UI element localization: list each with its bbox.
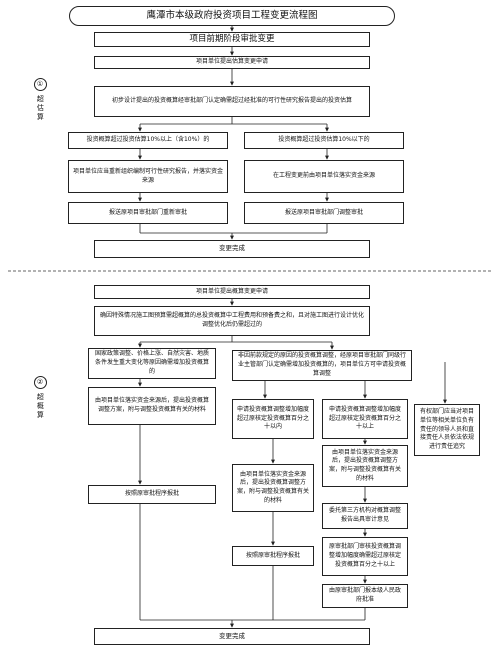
stage1-badge: ① 超估算 [30,78,50,125]
stage2-condition: 确因特殊情况施工图预算需超概算的总投资概算中工程费用和预备费之和，且对施工图进行… [94,306,370,336]
stage1-done: 变更完成 [94,240,370,258]
stage1-left-branch: 投资概算超过投资估算10%以上（含10%）的 [68,132,228,149]
stage1-right-action: 在工程变更前由项目单位落实资金来源 [244,160,404,193]
stage2-mid-b-condition: 申请投资概算调整增加幅度超过原核定投资概算百分之十以上 [322,399,408,439]
stage2-middle-reason: 非因前款规定的原因的投资概算调整，经原项目审批部门同级行业主管部门认定确需增加投… [232,350,412,381]
flowchart-title: 鹰潭市本级政府投资项目工程变更流程图 [69,6,395,26]
stage2-mid-b-step4: 由原审批部门报本级人民政府批准 [322,584,408,608]
stage2-badge: ② 超概算 [30,376,50,423]
stage1-left-submit: 报送原项目审批部门重新审批 [68,202,228,224]
stage2-done: 变更完成 [94,628,370,645]
stage1-right-branch: 投资概算超过投资估算10%以下的 [244,132,404,149]
stage2-mid-a-step2: 按照原审批程序报批 [232,546,314,566]
stage2-mid-a-step1: 由项目单位落实资金来源后，提出投资概算调整方案，附与调整投资概算有关的材料 [232,464,314,512]
stage2-mid-b-step2: 委托第三方机构对概算调整报告出具审计意见 [322,503,408,529]
stage2-badge-label: 超概算 [36,393,45,420]
stage1-badge-number: ① [33,78,47,91]
stage1-header: 项目前期阶段审批变更 [94,32,370,47]
stage2-mid-a-condition: 申请投资概算调整增加幅度超过原核定投资概算百分之十以内 [232,399,314,439]
stage1-apply: 项目单位提出估算变更申请 [94,56,370,69]
stage1-right-submit: 报送原项目审批部门调整审批 [244,202,404,224]
stage1-left-action: 项目单位应当重新组织编制可行性研究报告，并落实资金来源 [68,160,228,193]
stage2-mid-b-step1: 由项目单位落实资金来源后，提出投资概算调整方案，附与调整投资概算有关的材料 [322,445,408,487]
stage2-left-step2: 按照原审批程序报批 [88,485,216,504]
stage2-left-step1: 由项目单位落实资金来源后，提出投资概算调整方案，附与调整投资概算有关的材料 [88,387,216,425]
stage1-badge-label: 超估算 [36,95,45,122]
stage1-condition: 初步设计提出的投资概算经审批部门认定确需超过经批准的可行性研究报告提出的投资估算 [94,86,370,117]
stage2-mid-b-step3: 原审批部门审核投资概算调整增加幅度确需超过原核定投资概算百分之十以上 [322,537,408,576]
stage2-badge-number: ② [33,376,47,389]
stage2-right-note: 有权部门应当对项目单位等相关单位负有责任的领导人员和直接责任人员依法依规进行责任… [414,404,480,456]
stage2-apply: 项目单位提出概算变更申请 [94,285,370,299]
stage2-left-reason: 国家政策调整、价格上涨、自然灾害、地质条件发生重大变化等原因确需增加投资概算的 [88,348,216,379]
